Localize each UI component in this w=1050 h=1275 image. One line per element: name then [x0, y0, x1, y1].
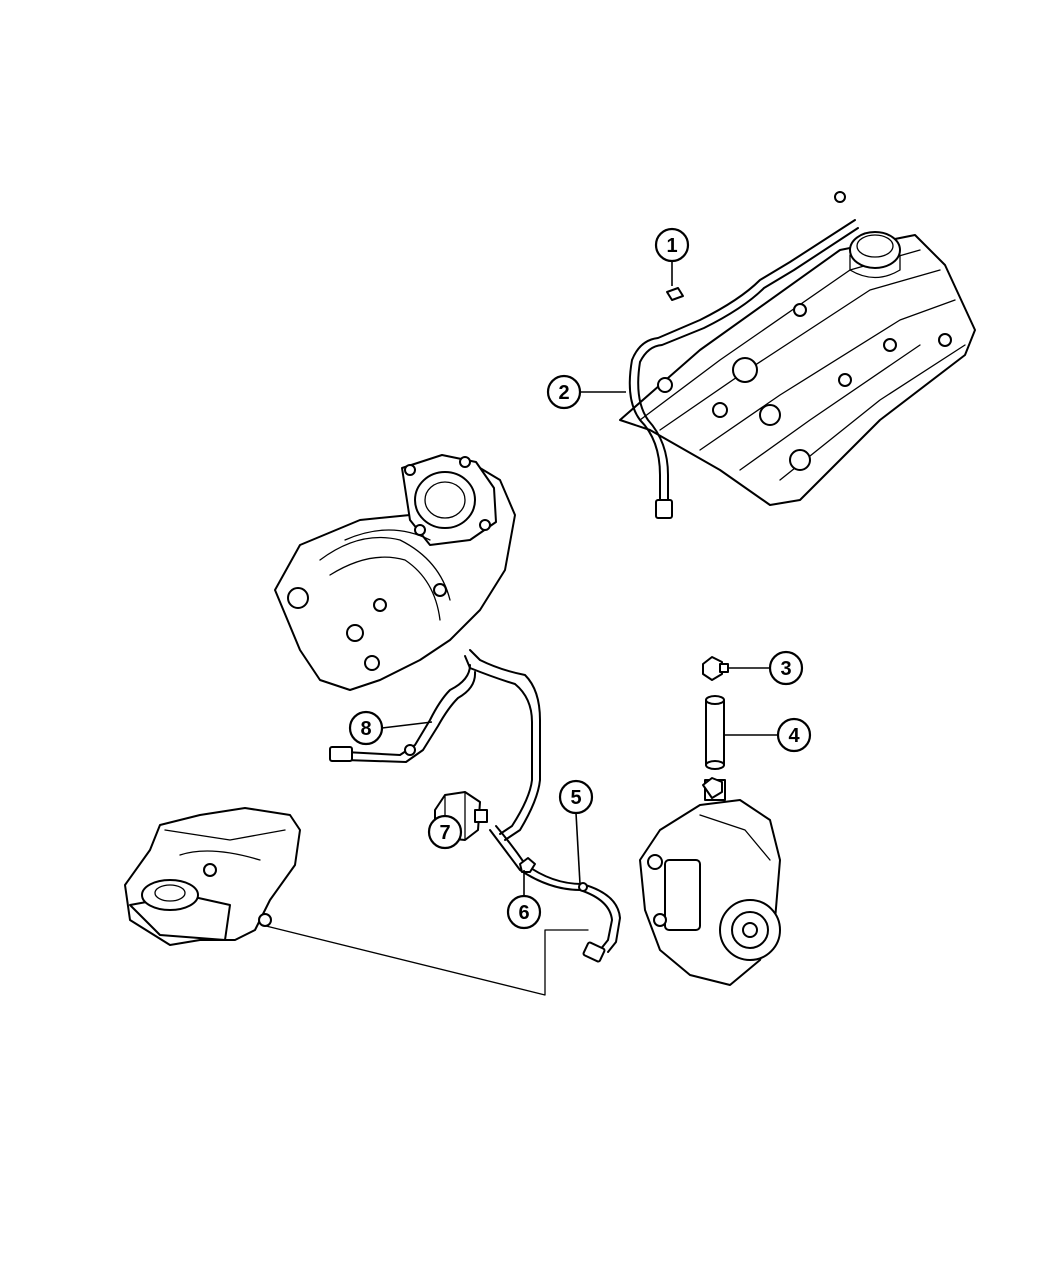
callout-4: 4	[724, 717, 812, 753]
nut-top	[834, 191, 846, 203]
connector-part-3	[702, 656, 729, 681]
callout-6: 6	[506, 870, 542, 930]
callout-7-label: 7	[439, 822, 450, 844]
callout-3-label: 3	[780, 658, 791, 680]
callout-6-label: 6	[518, 902, 529, 924]
callout-2: 2	[546, 374, 626, 410]
clip-part-6	[519, 857, 536, 873]
callout-1-label: 1	[666, 235, 677, 257]
callout-5-label: 5	[570, 787, 581, 809]
callout-7: 7	[427, 814, 463, 850]
brake-booster-illustration	[124, 807, 301, 946]
vacuum-pump-illustration	[639, 777, 781, 986]
intake-manifold-illustration	[274, 454, 516, 691]
callout-8: 8	[348, 710, 433, 746]
callout-8-label: 8	[360, 718, 371, 740]
pcv-hose-part-2	[628, 219, 859, 519]
nut-part-1	[666, 287, 684, 301]
tube-part-4	[705, 695, 725, 770]
callout-4-label: 4	[788, 725, 800, 747]
valve-cover-illustration	[619, 191, 976, 506]
vacuum-line-part-8	[329, 649, 541, 841]
callout-5: 5	[558, 779, 594, 885]
callout-1: 1	[654, 227, 690, 286]
oil-filler-cap	[849, 231, 901, 279]
callout-3: 3	[728, 650, 804, 686]
callout-2-label: 2	[558, 382, 569, 404]
routing-line	[261, 924, 589, 996]
hose-part-5	[489, 825, 621, 963]
